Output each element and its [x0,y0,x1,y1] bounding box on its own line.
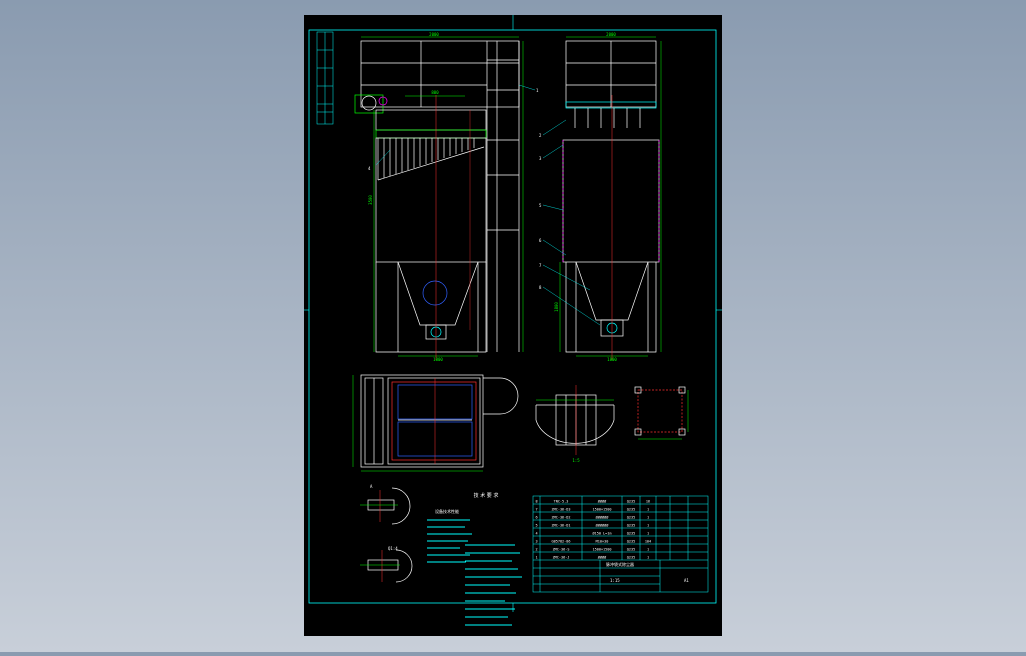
dim-side-top: 2000 [606,32,616,37]
bom-cell: ØØØØ [598,555,607,560]
dim-hopper-height: 1800 [554,302,559,312]
bom-cell: ZMC-36-D3 [552,508,571,512]
title-scale: 1:15 [610,578,620,583]
bom-cell: 1 [647,508,649,512]
leader-6: 6 [539,238,542,243]
bom-cell: ØØØØØØ [596,523,610,528]
leader-8: 8 [539,285,542,290]
bom-cell: 5 [535,524,537,528]
bom-cell: 104 [645,540,651,544]
bom-cell: 1 [647,524,649,528]
dim-side-base: 1800 [607,357,617,362]
bom-cell: GB5782-86 [552,540,571,544]
view-scale-label: 1:5 [572,458,580,463]
detail-views [360,487,413,583]
detail-a-label: A [370,484,373,489]
bom-cell: Q235 [627,508,635,512]
anchor-view [634,386,689,440]
bom-cell: ZMC-36-D1 [552,524,571,528]
bom-cell: 1 [647,556,649,560]
bom-cell: ZMC-36-S [553,548,570,552]
bom-cell: 1500×1500 [593,548,612,552]
title-name: 脉冲袋式除尘器 [606,561,634,567]
bom-cell: Q235 [627,516,635,520]
bom-cell: Q235 [627,500,635,504]
bom-cell: 1500×1500 [593,508,612,512]
bom-table [532,495,709,593]
leader-1: 1 [536,88,539,93]
bom-cell: Q235 [627,532,635,536]
leader-4: 4 [368,166,371,171]
bom-cell: ZMC-36-J [553,556,570,560]
plan-view [352,374,519,472]
notes-subtitle: 设备技术性能 [435,508,459,514]
bom-cell: 2 [535,548,537,552]
bom-cell: Q235 [627,556,635,560]
dim-body-height: 3500 [368,195,373,205]
bom-cell: Q235 [627,524,635,528]
side-view [542,36,662,360]
bom-cell: 16 [646,500,650,504]
bom-cell: 7 [535,508,537,512]
bom-cell: Q235 [627,540,635,544]
title-sheet: A1 [684,578,689,583]
detail-b-label: Q1:4 [388,546,398,551]
bom-cell: 8 [535,500,537,504]
leader-2: 2 [539,133,542,138]
leader-7: 7 [539,263,542,268]
technical-notes [427,519,522,626]
section-view [535,385,615,455]
dim-front-top: 2000 [429,32,439,37]
bom-cell: Ø150 L=1m [593,531,612,536]
drawing-frame [308,29,717,604]
bom-cell: ØØØØØØ [596,515,610,520]
notes-title: 技 术 要 求 [474,492,499,499]
bom-cell: 1 [647,516,649,520]
bom-cell: Q235 [627,548,635,552]
bom-cell: ØØØØ [598,499,607,504]
bom-cell: 3 [535,540,537,544]
bom-cell: TNC-5.3 [554,500,569,504]
bom-cell: 1 [647,532,649,536]
front-view [354,36,536,360]
dim-front-base: 1800 [433,357,443,362]
bom-cell: ZMC-36-D2 [552,516,571,520]
bom-cell: 4 [535,532,537,536]
bom-cell: 6 [535,516,537,520]
revision-block [316,31,334,125]
bom-cell: M10×30 [596,540,609,544]
dim-inner: 800 [431,90,439,95]
bom-cell: 1 [647,548,649,552]
drawing-sheet [304,15,722,636]
leader-5: 5 [539,203,542,208]
bom-cell: 1 [535,556,537,560]
leader-3: 3 [539,156,542,161]
